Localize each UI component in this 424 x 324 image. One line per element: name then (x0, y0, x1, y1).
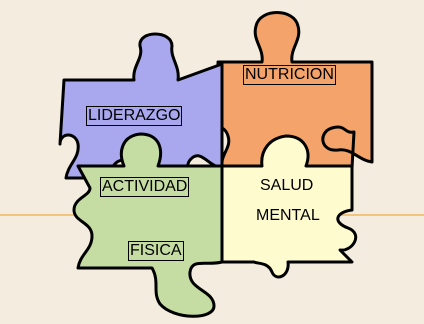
label-mental: MENTAL (256, 207, 320, 224)
puzzle-piece-salud-mental (220, 134, 358, 279)
label-actividad: ACTIVIDAD (100, 177, 190, 197)
label-liderazgo: LIDERAZGO (86, 106, 183, 126)
puzzle-piece-actividad-fisica (72, 132, 224, 318)
label-nutricion: NUTRICION (243, 65, 336, 85)
label-fisica: FISICA (128, 241, 184, 261)
label-salud: SALUD (260, 177, 314, 194)
